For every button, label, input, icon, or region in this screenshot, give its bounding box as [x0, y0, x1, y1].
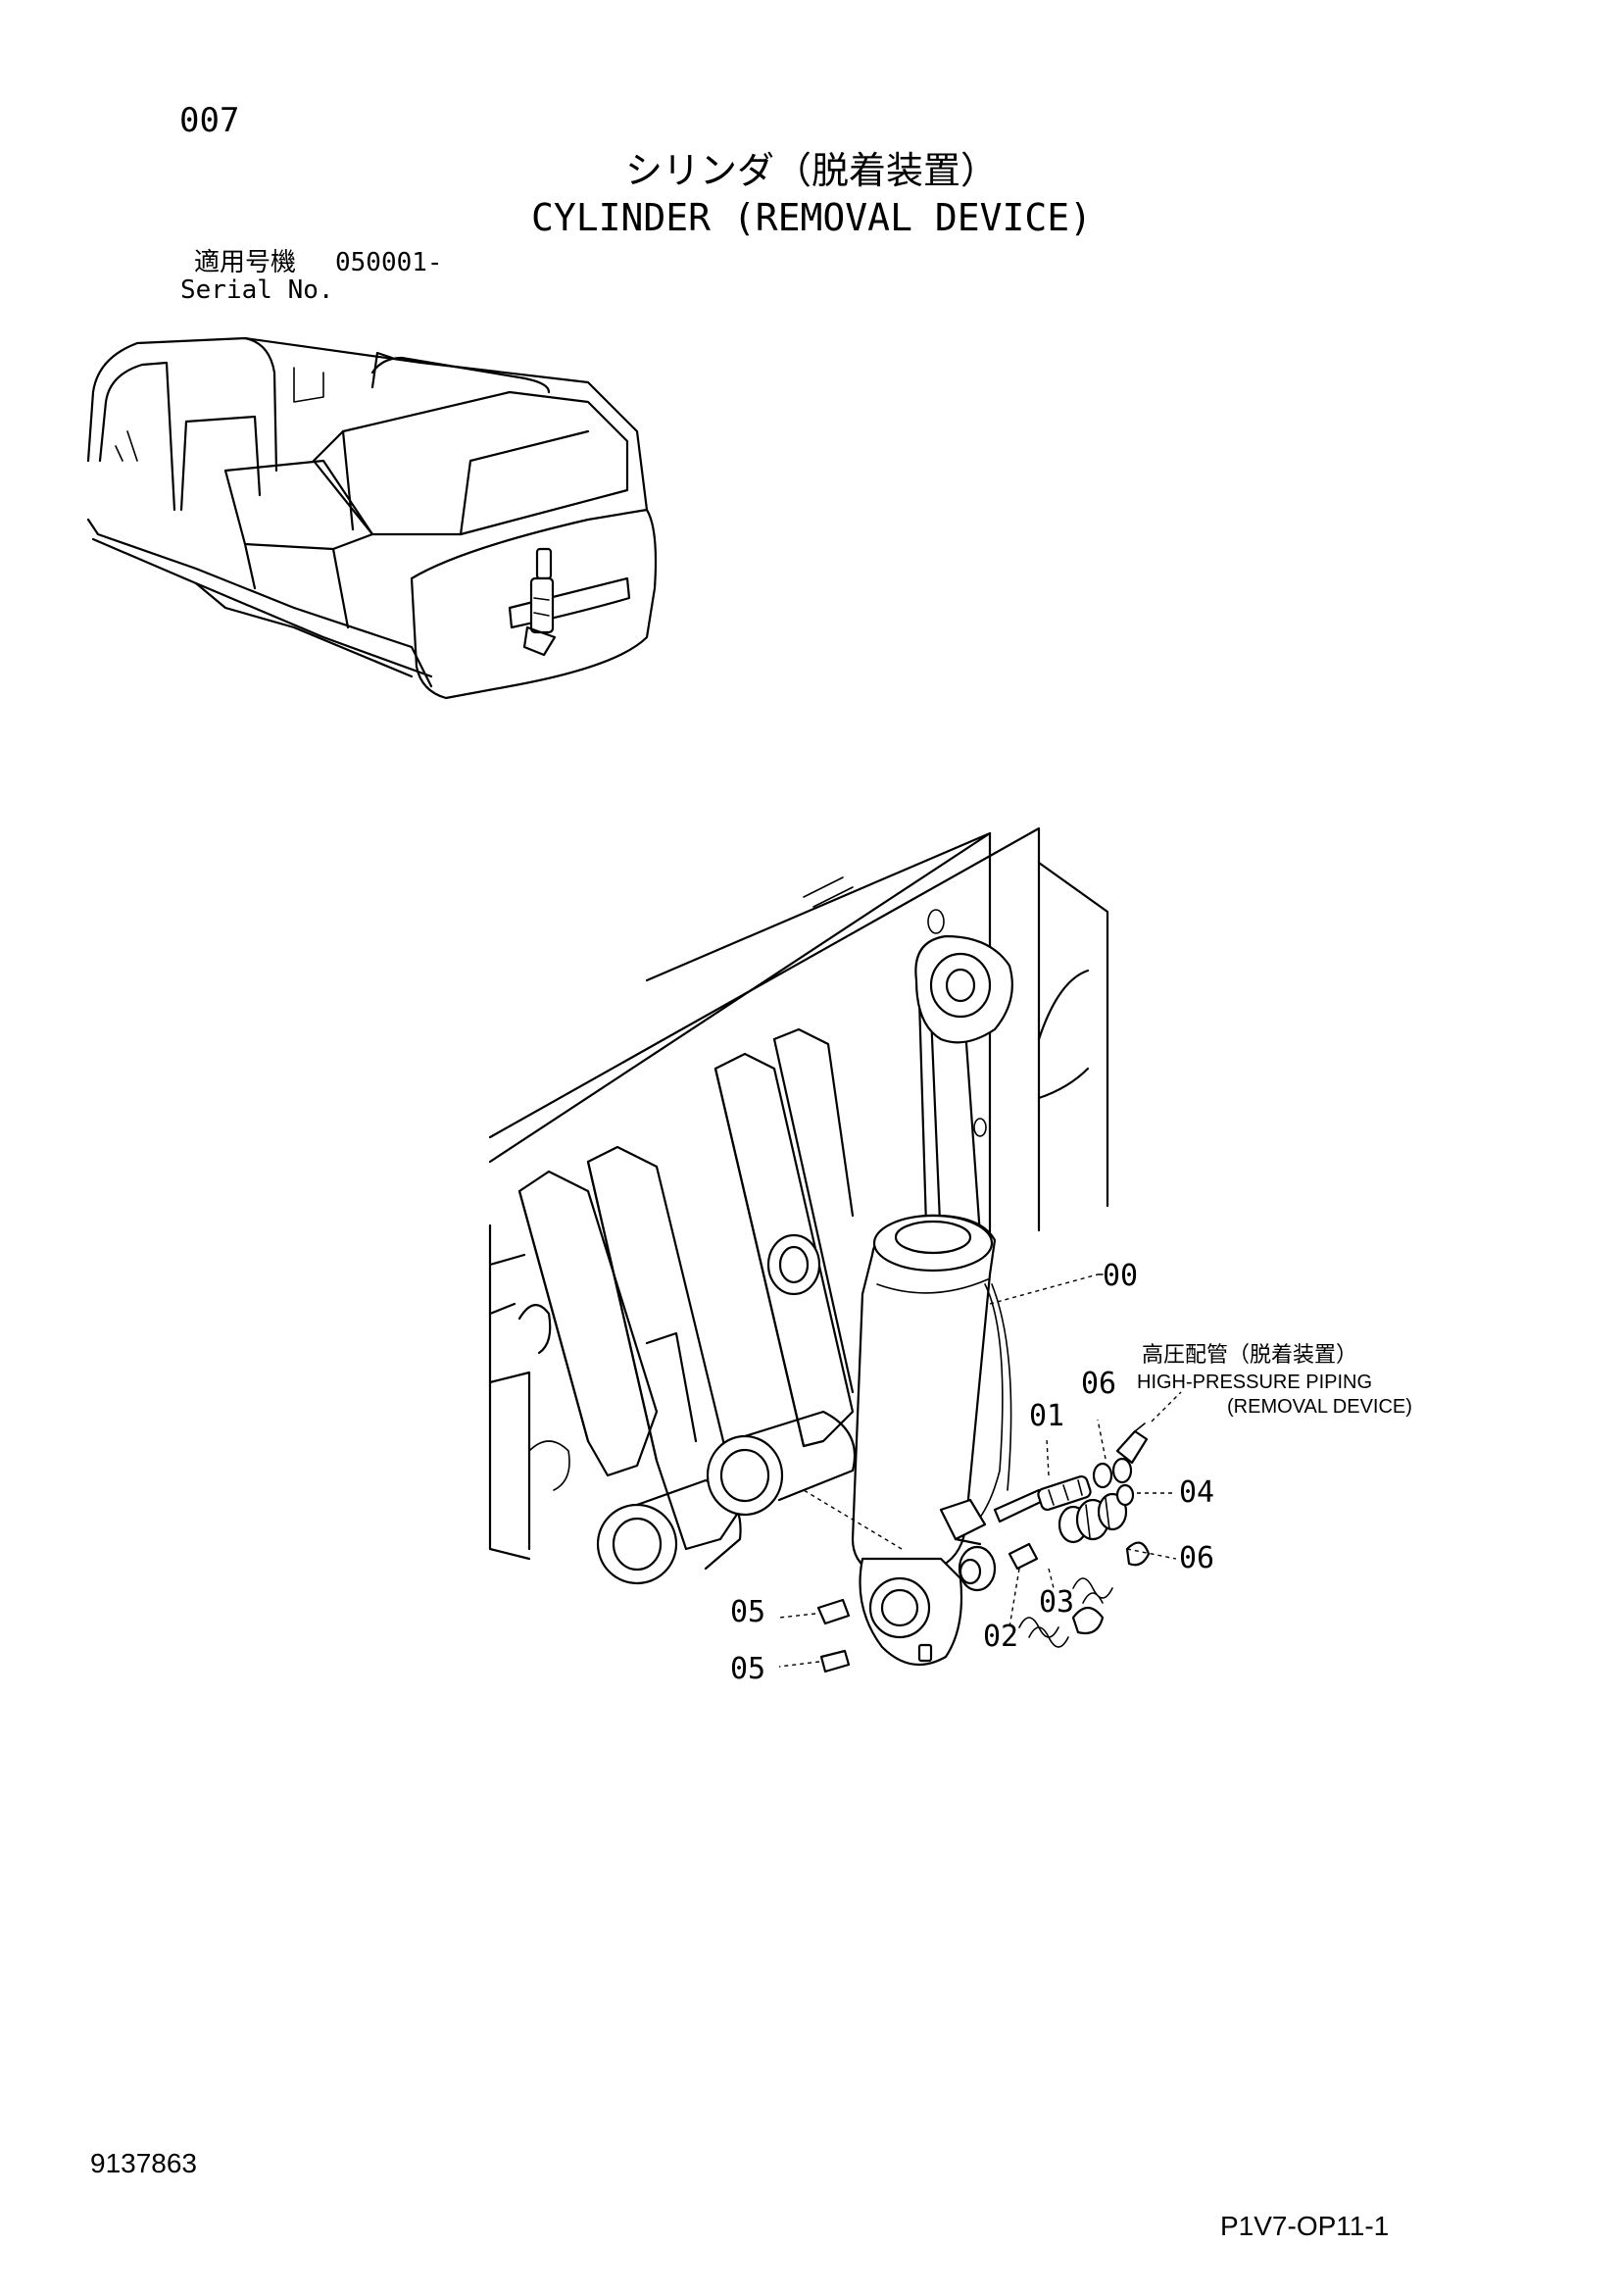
serial-number-value: 050001- — [335, 248, 443, 277]
callout-05-upper: 05 — [730, 1595, 766, 1629]
title-japanese: シリンダ（脱着装置） — [624, 149, 998, 192]
callout-04: 04 — [1179, 1475, 1215, 1510]
piping-note-english-line1: HIGH-PRESSURE PIPING — [1137, 1372, 1373, 1393]
callout-02: 02 — [983, 1620, 1019, 1654]
title-english: CYLINDER (REMOVAL DEVICE) — [531, 196, 1092, 239]
serial-label-japanese: 適用号機 — [194, 248, 297, 277]
callout-06-lower: 06 — [1179, 1541, 1215, 1575]
serial-label-english: Serial No. — [180, 275, 334, 305]
piping-note-japanese: 高圧配管（脱着装置） — [1142, 1343, 1358, 1368]
callout-01: 01 — [1029, 1399, 1065, 1433]
callout-00: 00 — [1103, 1259, 1139, 1293]
callout-05-lower: 05 — [730, 1652, 766, 1686]
document-number: 9137863 — [90, 2148, 198, 2178]
page-number: 007 — [179, 101, 240, 140]
excavator-overview-drawing — [86, 336, 658, 700]
callout-06-upper: 06 — [1081, 1367, 1117, 1401]
callout-03: 03 — [1039, 1585, 1075, 1620]
cylinder-detail-drawing — [488, 826, 1182, 1673]
piping-note-english-line2: (REMOVAL DEVICE) — [1227, 1396, 1412, 1418]
sheet-id: P1V7-OP11-1 — [1220, 2211, 1390, 2241]
